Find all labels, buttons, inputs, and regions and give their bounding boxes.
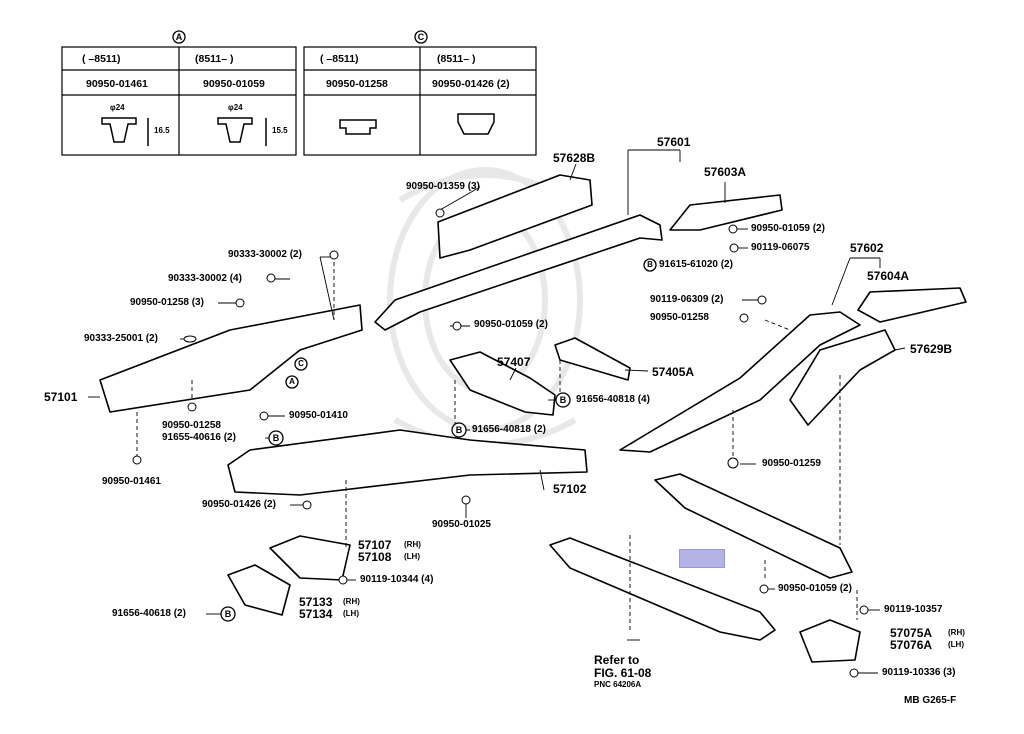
table-a-col1-part: 90950-01461 xyxy=(86,78,148,90)
table-a-col2-dim-w: φ24 xyxy=(228,103,243,112)
label-90950-01426[interactable]: 90950-01426 (2) xyxy=(202,499,276,510)
refer-fig-link[interactable]: FIG. 61-08 xyxy=(594,666,652,680)
label-57133[interactable]: 57133 xyxy=(299,595,333,609)
label-57107-rh: (RH) xyxy=(404,540,421,549)
label-57604A[interactable]: 57604A xyxy=(867,269,910,283)
label-57075A-rh: (RH) xyxy=(948,628,965,637)
dashed-lines xyxy=(136,262,858,630)
label-57601[interactable]: 57601 xyxy=(657,135,691,149)
label-90950-01059-c[interactable]: 90950-01059 (2) xyxy=(778,583,852,594)
table-a-symbol: A xyxy=(175,32,183,42)
label-90950-01258-a[interactable]: 90950-01258 (3) xyxy=(130,297,204,308)
marker-b-91656b: B xyxy=(455,425,463,435)
table-c-col2-header: (8511– ) xyxy=(437,53,476,65)
table-c-symbol: C xyxy=(417,32,425,42)
table-c-col1-header: ( –8511) xyxy=(320,53,359,65)
refer-to-text: Refer to xyxy=(594,653,640,667)
label-90119-10336[interactable]: 90119-10336 (3) xyxy=(882,667,956,678)
clip-drawings xyxy=(101,113,495,146)
marker-b-91656a: B xyxy=(559,395,567,405)
label-90333-30002-b[interactable]: 90333-30002 (4) xyxy=(168,273,242,284)
label-57102[interactable]: 57102 xyxy=(553,482,587,496)
table-a-col2-dim-h: 15.5 xyxy=(272,126,288,135)
table-c-col2-part: 90950-01426 (2) xyxy=(432,78,510,90)
label-90333-30002-a[interactable]: 90333-30002 (2) xyxy=(228,249,302,260)
label-90950-01059-a[interactable]: 90950-01059 (2) xyxy=(751,223,825,234)
table-a-col2-header: (8511– ) xyxy=(195,53,234,65)
label-90119-10344[interactable]: 90119-10344 (4) xyxy=(360,574,434,585)
label-90119-06075[interactable]: 90119-06075 xyxy=(751,242,810,253)
label-91656-40818-b[interactable]: 91656-40818 (2) xyxy=(472,424,546,435)
table-a-col1-header: ( –8511) xyxy=(82,53,121,65)
label-57405A[interactable]: 57405A xyxy=(652,365,695,379)
marker-b-91656c: B xyxy=(224,609,232,619)
frame-members xyxy=(99,174,967,663)
label-57628B[interactable]: 57628B xyxy=(553,151,596,165)
label-57108-lh: (LH) xyxy=(404,552,420,561)
label-57101[interactable]: 57101 xyxy=(44,390,78,404)
label-91656-40818-a[interactable]: 91656-40818 (4) xyxy=(576,394,650,405)
fasteners xyxy=(132,208,869,678)
label-90950-01025[interactable]: 90950-01025 xyxy=(432,519,491,530)
label-90950-01258-c[interactable]: 90950-01258 xyxy=(162,420,221,431)
label-57107[interactable]: 57107 xyxy=(358,538,392,552)
label-90950-01259[interactable]: 90950-01259 xyxy=(762,458,821,469)
label-57134-lh: (LH) xyxy=(343,609,359,618)
label-90119-06309[interactable]: 90119-06309 (2) xyxy=(650,294,724,305)
label-90119-10357[interactable]: 90119-10357 xyxy=(884,604,943,615)
table-a-col1-dim-h: 16.5 xyxy=(154,126,170,135)
label-57603A[interactable]: 57603A xyxy=(704,165,747,179)
label-57133-rh: (RH) xyxy=(343,597,360,606)
table-a-col2-part: 90950-01059 xyxy=(203,78,265,90)
refer-pnc-text: PNC 64206A xyxy=(594,680,642,689)
label-57629B[interactable]: 57629B xyxy=(910,342,953,356)
label-57407[interactable]: 57407 xyxy=(497,355,531,369)
hotspot-highlight[interactable] xyxy=(679,549,725,568)
label-90950-01410[interactable]: 90950-01410 xyxy=(289,410,348,421)
label-90950-01059-b[interactable]: 90950-01059 (2) xyxy=(474,319,548,330)
label-91656-40618[interactable]: 91656-40618 (2) xyxy=(112,608,186,619)
label-91615-61020[interactable]: 91615-61020 (2) xyxy=(659,259,733,270)
marker-b-91615: B xyxy=(647,260,653,269)
table-a-grid xyxy=(61,46,297,156)
table-c-col1-part: 90950-01258 xyxy=(326,78,388,90)
label-57602[interactable]: 57602 xyxy=(850,241,884,255)
label-57108[interactable]: 57108 xyxy=(358,550,392,564)
table-c-grid xyxy=(303,46,537,156)
marker-b-91655: B xyxy=(272,433,280,443)
label-90950-01461[interactable]: 90950-01461 xyxy=(102,476,161,487)
diagram-code: MB G265-F xyxy=(904,695,957,706)
marker-a-57101: A xyxy=(289,377,295,386)
label-90950-01359[interactable]: 90950-01359 (3) xyxy=(406,181,480,192)
label-57076A-lh: (LH) xyxy=(948,640,964,649)
label-90333-25001[interactable]: 90333-25001 (2) xyxy=(84,333,158,344)
circle-markers xyxy=(172,30,657,622)
marker-c-57101: C xyxy=(298,359,304,368)
table-a-col1-dim-w: φ24 xyxy=(110,103,125,112)
label-90950-01258-b[interactable]: 90950-01258 xyxy=(650,312,709,323)
label-57076A[interactable]: 57076A xyxy=(890,638,933,652)
label-57134[interactable]: 57134 xyxy=(299,607,333,621)
label-91655-40616[interactable]: 91655-40616 (2) xyxy=(162,432,236,443)
label-57075A[interactable]: 57075A xyxy=(890,626,933,640)
